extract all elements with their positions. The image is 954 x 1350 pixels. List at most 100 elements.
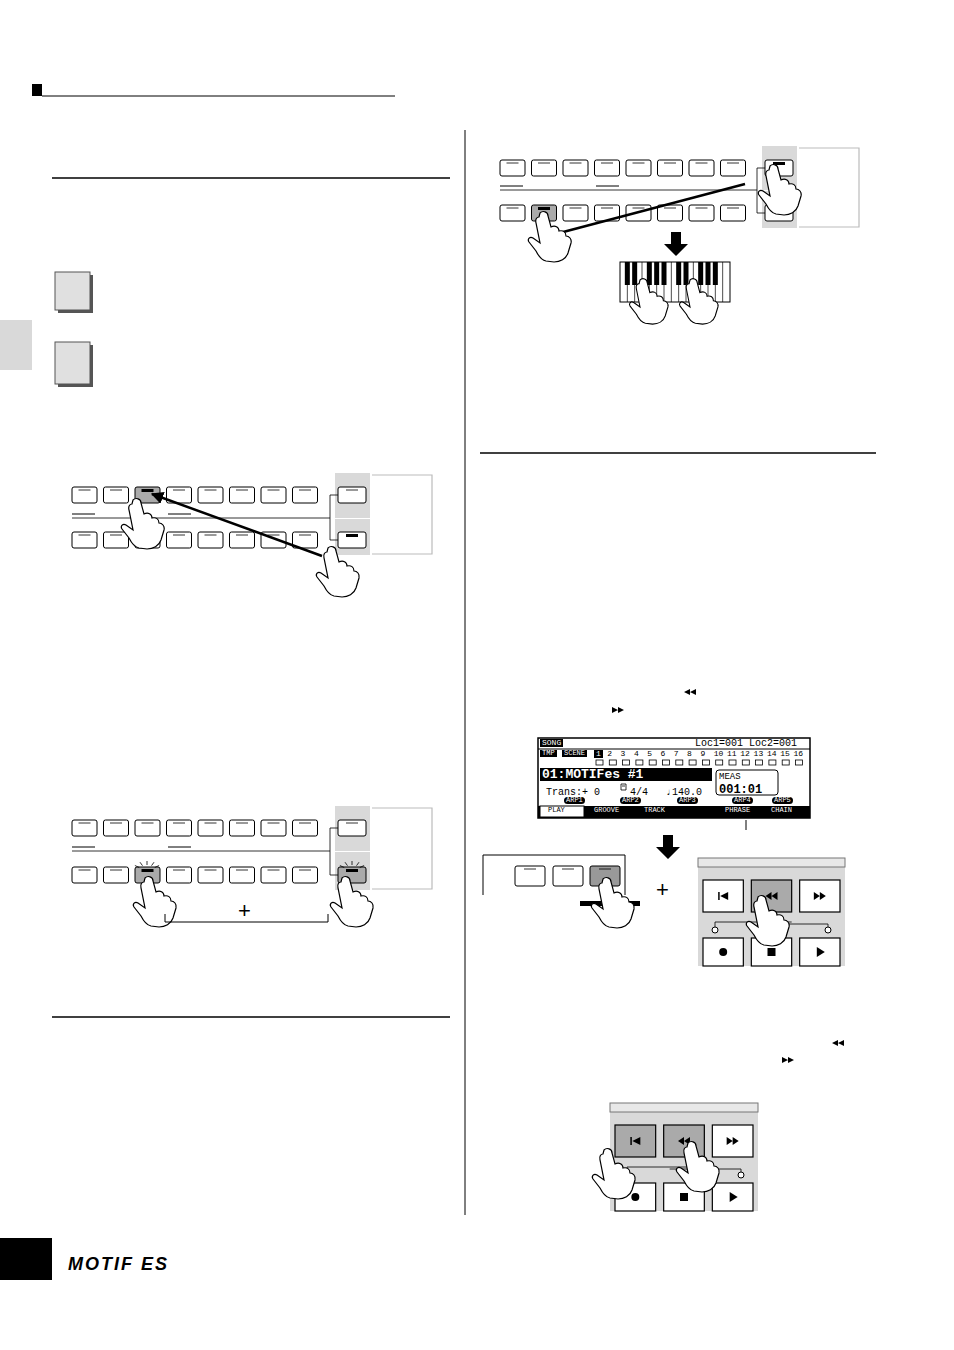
white-key [722, 262, 723, 302]
lcd-text: Loc1=001 Loc2=001 [695, 739, 797, 749]
button-led [110, 490, 122, 491]
black-key [676, 262, 681, 285]
button-led [79, 823, 91, 824]
track-indicator [742, 760, 749, 765]
rewind-symbol [832, 1040, 844, 1046]
panel-button [553, 866, 583, 886]
button-led [346, 869, 358, 872]
button-led [538, 207, 550, 210]
button-led [696, 208, 708, 209]
pointing-hand [591, 878, 634, 928]
panel-button [72, 532, 97, 548]
button-led [142, 869, 154, 872]
pointing-hand [121, 499, 164, 549]
button-led [79, 490, 91, 491]
panel-button [293, 820, 318, 836]
black-key [632, 262, 637, 285]
pointing-hand [330, 877, 373, 927]
step-box [55, 272, 90, 310]
track-indicator [769, 760, 776, 765]
button-led [173, 870, 185, 871]
panel-button [261, 487, 286, 503]
panel-button [658, 160, 683, 176]
panel-button [167, 867, 192, 883]
down-arrow [664, 232, 688, 256]
lcd-text: 14 [767, 750, 777, 758]
panel-button [563, 160, 588, 176]
lcd-display: SONGLoc1=001 Loc2=001TMPSCENE12345678910… [538, 738, 810, 818]
plus-sign: + [238, 900, 251, 922]
panel-button [230, 487, 255, 503]
transport-header [698, 858, 845, 867]
lcd-text: TMP [540, 750, 557, 757]
section-bullet [32, 84, 42, 96]
panel-button [261, 820, 286, 836]
button-led [664, 208, 676, 209]
locate-led [712, 927, 718, 933]
lcd-text: 01:MOTIFes #1 [540, 768, 712, 781]
keyboard [620, 262, 730, 302]
button-led [346, 823, 358, 824]
transport-button [703, 938, 743, 966]
flash-ray [147, 861, 148, 865]
transport-button [712, 1183, 753, 1211]
transport-icon [630, 1137, 640, 1145]
lcd-text: 11 [727, 750, 737, 758]
black-key [698, 262, 703, 285]
move-arrow [548, 184, 745, 236]
lcd-text: CHAIN [771, 807, 792, 814]
callout-bracket [799, 148, 859, 227]
stop-icon [768, 948, 776, 956]
button-led [727, 163, 739, 164]
black-key [706, 262, 711, 285]
button-led [236, 870, 248, 871]
button-led [507, 163, 519, 164]
panel-divider [72, 518, 330, 519]
move-arrow [152, 494, 322, 556]
track-indicator [676, 760, 683, 765]
transport-button [800, 938, 840, 966]
panel-button [689, 205, 714, 221]
transport-button [615, 1125, 656, 1157]
highlight-area [335, 806, 370, 851]
locate-led [825, 927, 831, 933]
panel-button [104, 820, 129, 836]
leader-line [746, 820, 747, 830]
chapter-tab [0, 320, 32, 370]
button-led [346, 490, 358, 491]
lcd-text: ARP4 [732, 797, 753, 804]
button-led [570, 208, 582, 209]
lcd-text: TRACK [644, 807, 665, 814]
lcd-text: 8 [687, 750, 692, 758]
transport-panel [610, 1103, 758, 1211]
transport-icon [718, 892, 728, 900]
lcd-text: PLAY [548, 807, 565, 814]
button-led [299, 535, 311, 536]
pointing-hand [746, 896, 789, 946]
lcd-text: 10 [714, 750, 724, 758]
panel-button [563, 205, 588, 221]
product-logo: MOTIF ES [68, 1255, 169, 1273]
panel-button [230, 532, 255, 548]
transport-icon [814, 892, 826, 900]
button-led [299, 490, 311, 491]
panel-button [721, 160, 746, 176]
button-led [299, 870, 311, 871]
lcd-text: 15 [780, 750, 790, 758]
column-divider [465, 130, 466, 1215]
lcd-text: 001:01 [719, 784, 762, 796]
button-led [524, 869, 536, 870]
button-led [346, 534, 358, 537]
track-indicator [596, 760, 603, 765]
panel-button [515, 866, 545, 886]
button-led [268, 823, 280, 824]
panel-button [293, 867, 318, 883]
panel-button [230, 820, 255, 836]
lcd-frame [538, 738, 810, 818]
record-icon [719, 948, 727, 956]
button-led [268, 535, 280, 536]
lcd-text: 6 [661, 750, 666, 758]
lcd-text: ARP3 [677, 797, 698, 804]
button-led [570, 163, 582, 164]
